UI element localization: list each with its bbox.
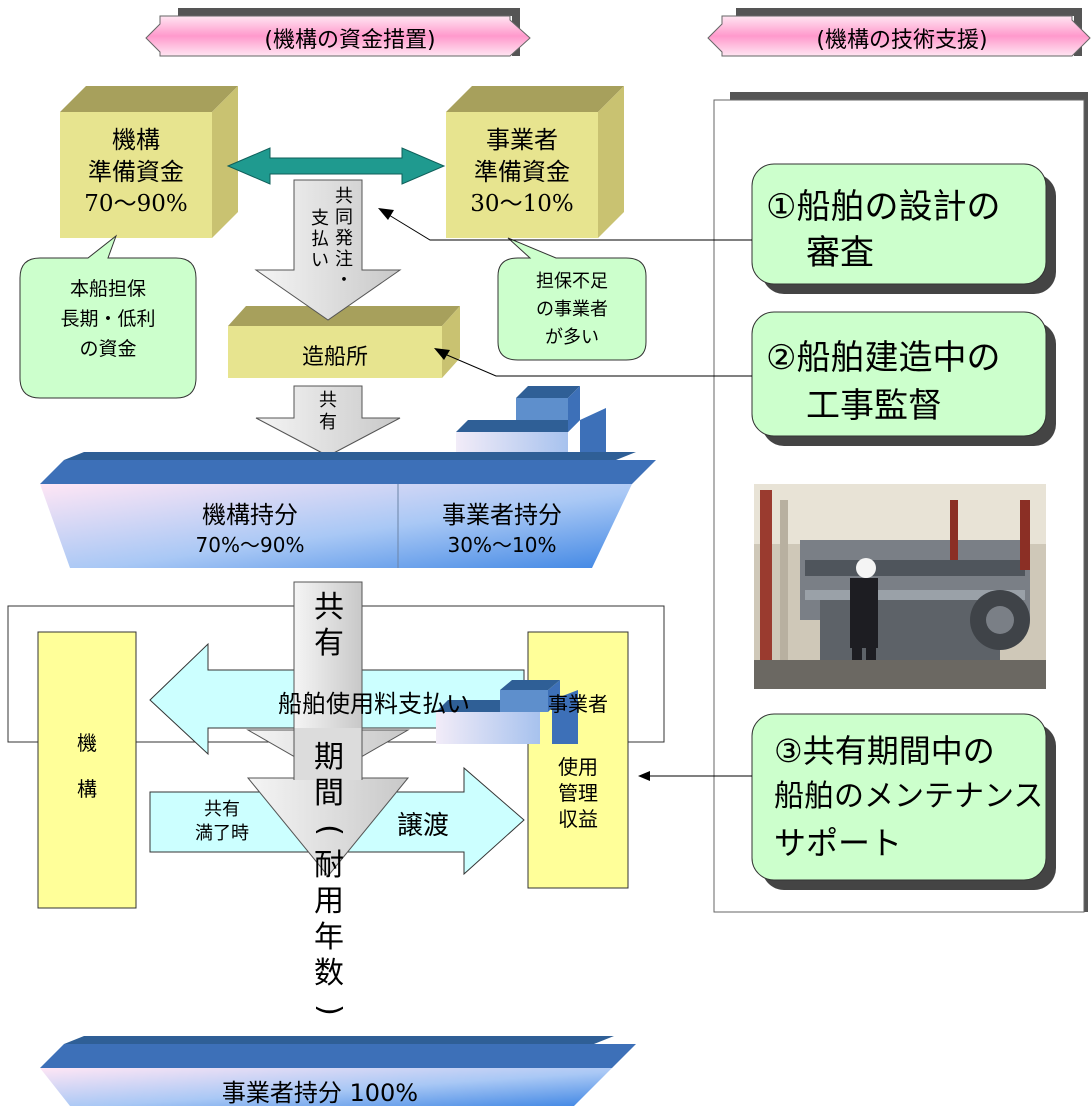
operator-reserve-pct: 30〜10%: [470, 191, 574, 217]
operator-box: [527, 631, 629, 889]
right-bubble-line: が多い: [545, 327, 599, 348]
bottom-ship: [40, 680, 636, 1106]
left-bubble-line: 長期・低利: [60, 308, 156, 330]
period-char: 耐: [314, 848, 344, 883]
agency-share-label: 機構持分: [202, 501, 298, 529]
joint-order-char: ・: [335, 270, 353, 291]
operator-box-items: 使用 管理 収益: [528, 754, 628, 832]
operator-item: 管理: [558, 781, 598, 805]
operator-item: 収益: [558, 807, 598, 831]
joint-order-arrow: [254, 179, 402, 321]
agency-char: 機: [77, 731, 97, 755]
operator-share: 事業者持分 30%〜10%: [402, 500, 602, 560]
agency-share-pct: 70%〜90%: [195, 533, 305, 557]
callout-maintenance-support: ③共有期間中の 船舶のメンテナンス サポート: [774, 728, 1044, 866]
co-own-char: 有: [319, 412, 337, 433]
agency-box-text: 機 構: [38, 720, 136, 812]
callout2-bg: [751, 311, 1047, 437]
period-char: 間: [314, 776, 344, 811]
period-char: ): [312, 1004, 347, 1016]
left-bubble-text: 本船担保 長期・低利 の資金: [20, 274, 196, 364]
connector-construction: [439, 351, 752, 377]
shipyard-label: 造船所: [301, 345, 368, 370]
on-expiry-label: 共有 満了時: [152, 798, 292, 846]
connector-construction-arrowhead: [434, 348, 450, 360]
operator-reserve-line1: 事業者: [486, 126, 558, 154]
bottom-ship-label: 事業者持分 100%: [221, 1079, 419, 1107]
connector-design: [383, 211, 752, 241]
callout2-line1: ②船舶建造中の: [766, 338, 1001, 378]
period-char: 期: [314, 740, 344, 775]
right-bubble-line: の事業者: [536, 299, 608, 320]
joint-order-char: 注: [335, 249, 353, 270]
agency-reserve-line1: 機構: [112, 126, 160, 154]
agency-reserve-box: [60, 86, 238, 238]
joint-order-char: 発: [335, 228, 353, 249]
callout-construction-supervision: ②船舶建造中の 工事監督: [766, 334, 1042, 430]
co-own-arrow-text: 共 有: [317, 390, 339, 434]
agency-char: 構: [77, 777, 97, 801]
tech-header-label: (機構の技術支援): [816, 28, 988, 53]
tech-header-banner: [707, 8, 1091, 57]
operator-item: 使用: [558, 755, 598, 779]
operator-reserve-label: 事業者 準備資金 30〜10%: [446, 124, 598, 220]
agency-reserve-pct: 70〜90%: [84, 191, 188, 217]
operator-share-label: 事業者持分: [442, 501, 562, 529]
co-own-char: 共: [319, 390, 337, 411]
operator-share-pct: 30%〜10%: [447, 533, 557, 557]
callout3-line1: ③共有期間中の: [774, 732, 995, 770]
period-char: 年: [314, 920, 344, 955]
payment-text: 支 払 い: [309, 208, 331, 271]
co-own-arrow: [255, 385, 401, 457]
connector-design-arrowhead: [378, 208, 394, 220]
right-bubble-text: 担保不足 の事業者 が多い: [498, 268, 646, 352]
agency-share: 機構持分 70%〜90%: [110, 500, 390, 560]
operator-reserve-line2: 準備資金: [474, 158, 570, 186]
right-bubble-line: 担保不足: [536, 271, 608, 292]
on-expiry-line: 満了時: [195, 823, 249, 844]
callout1-line2: 審査: [806, 233, 874, 273]
payment-char: い: [311, 250, 329, 271]
transfer-label: 譲渡: [396, 811, 449, 841]
agency-box: [37, 631, 137, 909]
period-char: (: [312, 824, 347, 836]
callout1-bg: [751, 163, 1047, 285]
on-expiry-line: 共有: [204, 799, 240, 820]
period-column-top: 共 有: [311, 590, 347, 662]
agency-reserve-line2: 準備資金: [88, 158, 184, 186]
callout2-line2: 工事監督: [806, 386, 942, 426]
period-char: 有: [314, 626, 344, 661]
operator-box-title: 事業者: [548, 692, 608, 716]
period-char: 数: [314, 956, 344, 991]
left-bubble-line: の資金: [79, 338, 137, 360]
period-char: 共: [314, 590, 344, 625]
callout3-bg: [751, 713, 1047, 881]
connector-maintenance-arrowhead: [638, 771, 650, 781]
teal-double-arrow: [226, 147, 446, 185]
joint-order-text: 共 同 発 注 ・: [333, 186, 355, 291]
top-ship: [40, 386, 656, 568]
engine-room-photo: [754, 484, 1046, 689]
operator-reserve-box: [446, 86, 624, 238]
callout3-line3: サポート: [774, 824, 903, 862]
funding-header-label: (機構の資金措置): [264, 28, 436, 53]
funding-header-banner: [145, 8, 531, 57]
period-char: 用: [314, 884, 344, 919]
usage-fee-label: 船舶使用料支払い: [278, 690, 470, 718]
callout-design-review: ①船舶の設計の 審査: [766, 184, 1042, 276]
right-bubble: [497, 237, 647, 361]
period-column-bottom: 期 間 ( 耐 用 年 数 ): [311, 740, 347, 1028]
payment-char: 払: [311, 229, 329, 250]
agency-reserve-label: 機構 準備資金 70〜90%: [60, 124, 212, 220]
payment-char: 支: [311, 208, 329, 229]
joint-order-char: 同: [335, 207, 353, 228]
left-bubble: [19, 234, 197, 399]
callout1-line1: ①船舶の設計の: [766, 187, 1001, 227]
left-bubble-line: 本船担保: [69, 278, 146, 300]
callout3-line2: 船舶のメンテナンス: [774, 779, 1044, 814]
shipyard-box: [228, 306, 460, 378]
joint-order-char: 共: [335, 186, 353, 207]
